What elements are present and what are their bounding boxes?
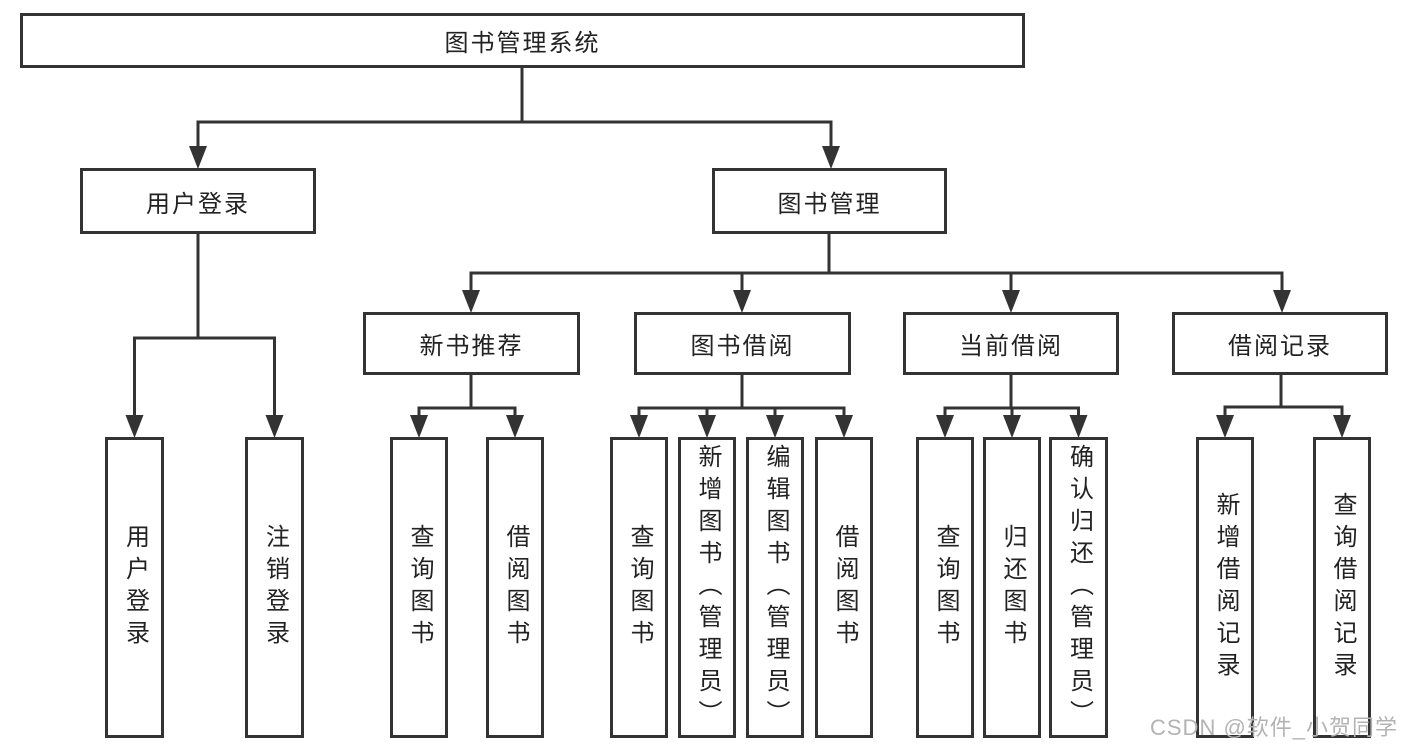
node-label: 归还图书 — [999, 523, 1026, 652]
arrowhead — [936, 415, 954, 438]
connector-book-mgmt-to-level3 — [469, 232, 1284, 293]
node-label: 查询图书 — [406, 523, 433, 652]
node-label: 借阅图书 — [831, 523, 858, 652]
leaf-add-book-admin: 新增图书（管理员） — [678, 437, 736, 738]
node-borrowing-records: 借阅记录 — [1172, 312, 1388, 375]
leaf-query-books-borrowing: 查询图书 — [610, 437, 668, 738]
node-current-borrowing: 当前借阅 — [903, 312, 1119, 375]
arrowheads — [125, 146, 1351, 438]
leaf-query-books-recommend: 查询图书 — [390, 437, 448, 738]
node-user-login: 用户登录 — [80, 168, 316, 234]
node-label: 用户登录 — [121, 523, 149, 652]
leaf-borrow-books: 借阅图书 — [815, 437, 873, 738]
node-label: 注销登录 — [261, 523, 289, 652]
connector-new-book-to-leaves — [417, 374, 517, 418]
arrowhead — [822, 146, 840, 169]
arrowhead — [1003, 415, 1021, 438]
arrowhead — [733, 290, 751, 313]
leaf-return-books: 归还图书 — [983, 437, 1041, 738]
node-label: 新增借阅记录 — [1212, 491, 1239, 684]
arrowhead — [506, 415, 524, 438]
connector-user-login-to-leaves — [133, 232, 276, 418]
leaf-add-borrow-record: 新增借阅记录 — [1196, 437, 1254, 738]
leaf-logout: 注销登录 — [245, 437, 304, 738]
arrowhead — [1002, 290, 1020, 313]
arrowhead — [698, 415, 716, 438]
node-label: 图书借阅 — [690, 333, 795, 360]
arrowhead — [1216, 415, 1234, 438]
connector-book-borrow-to-leaves — [637, 374, 846, 418]
node-label: 借阅图书 — [502, 523, 529, 652]
node-label: 当前借阅 — [959, 333, 1063, 360]
arrowhead — [125, 415, 144, 438]
node-new-book-recommend: 新书推荐 — [363, 312, 580, 375]
arrowhead — [1273, 290, 1291, 313]
arrowhead — [1333, 415, 1351, 438]
leaf-edit-book-admin: 编辑图书（管理员） — [746, 437, 804, 738]
node-label: 借阅记录 — [1228, 333, 1332, 360]
node-label: 查询借阅记录 — [1329, 491, 1356, 684]
leaf-query-borrow-record: 查询借阅记录 — [1313, 437, 1371, 738]
node-label: 新增图书（管理员） — [694, 443, 721, 732]
connector-borrow-record-to-leaves — [1223, 374, 1344, 418]
leaf-query-books-current: 查询图书 — [916, 437, 974, 738]
arrowhead — [410, 415, 428, 438]
node-library-system: 图书管理系统 — [20, 13, 1025, 68]
arrowhead — [766, 415, 784, 438]
csdn-watermark: CSDN @软件_小贺同学 — [1150, 715, 1399, 740]
leaf-confirm-return-admin: 确认归还（管理员） — [1049, 437, 1108, 738]
node-label: 查询图书 — [626, 523, 653, 652]
arrowhead — [462, 290, 480, 313]
arrowhead — [835, 415, 853, 438]
arrowhead — [265, 415, 284, 438]
node-label: 图书管理系统 — [444, 30, 601, 57]
node-label: 用户登录 — [146, 190, 250, 218]
connector-current-borrow-to-leaves — [943, 374, 1080, 418]
node-book-borrowing: 图书借阅 — [634, 312, 851, 375]
node-label: 确认归还（管理员） — [1065, 443, 1093, 732]
connector-root-to-level2 — [196, 68, 833, 150]
node-label: 图书管理 — [777, 190, 882, 218]
leaf-user-login: 用户登录 — [105, 437, 164, 738]
node-book-management: 图书管理 — [712, 168, 947, 234]
arrowhead — [630, 415, 648, 438]
leaf-borrow-books-recommend: 借阅图书 — [486, 437, 544, 738]
node-label: 查询图书 — [932, 523, 959, 652]
node-label: 编辑图书（管理员） — [762, 443, 789, 732]
arrowhead — [189, 146, 207, 169]
node-label: 新书推荐 — [419, 333, 524, 360]
arrowhead — [1069, 415, 1088, 438]
